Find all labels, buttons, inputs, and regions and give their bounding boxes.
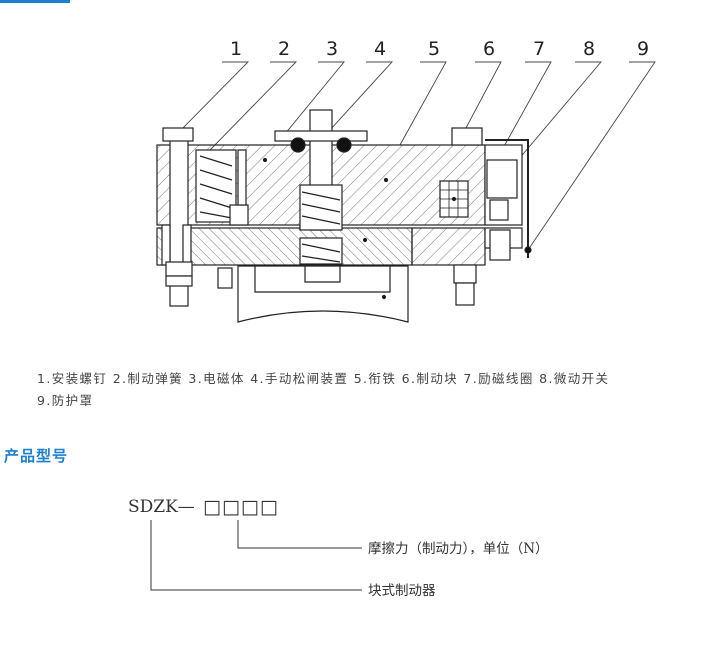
callout-3: 3 [326,38,338,60]
callout-numbers: 1 2 3 4 5 6 7 8 9 [230,38,649,60]
leader-lines [178,61,656,251]
brake-spring-cavity [195,149,237,223]
brake-block [451,127,483,146]
label-friction-force: 摩擦力（制动力），单位（N） [368,540,549,557]
callout-2: 2 [278,38,290,60]
legend-line-1: 1.安装螺钉 2.制动弹簧 3.电磁体 4.手动松闸装置 5.衔铁 6.制动块 … [37,371,610,386]
leader-type [150,520,362,591]
model-code-prefix: SDZK— [128,497,195,517]
legend-line-2: 9.防护罩 [37,393,94,408]
callout-9: 9 [637,38,649,60]
section-title-product-model: 产品型号 [4,447,69,465]
header-accent-bar [0,0,70,3]
callout-6: 6 [483,38,495,60]
base-arc [237,265,409,323]
callout-5: 5 [428,38,440,60]
model-code-diagram: SDZK— □□□□ 摩擦力（制动力），单位（N） 块式制动器 [128,496,549,599]
micro-switch [486,159,518,199]
callout-1: 1 [230,38,242,60]
callout-4: 4 [374,38,386,60]
brake-cross-section [156,109,532,323]
callout-8: 8 [583,38,595,60]
protective-cover [485,139,529,258]
model-code-placeholder: □□□□ [203,496,279,518]
leader-force [237,520,362,549]
label-block-brake: 块式制动器 [368,583,436,599]
armature-body [156,227,413,266]
callout-7: 7 [533,38,545,60]
